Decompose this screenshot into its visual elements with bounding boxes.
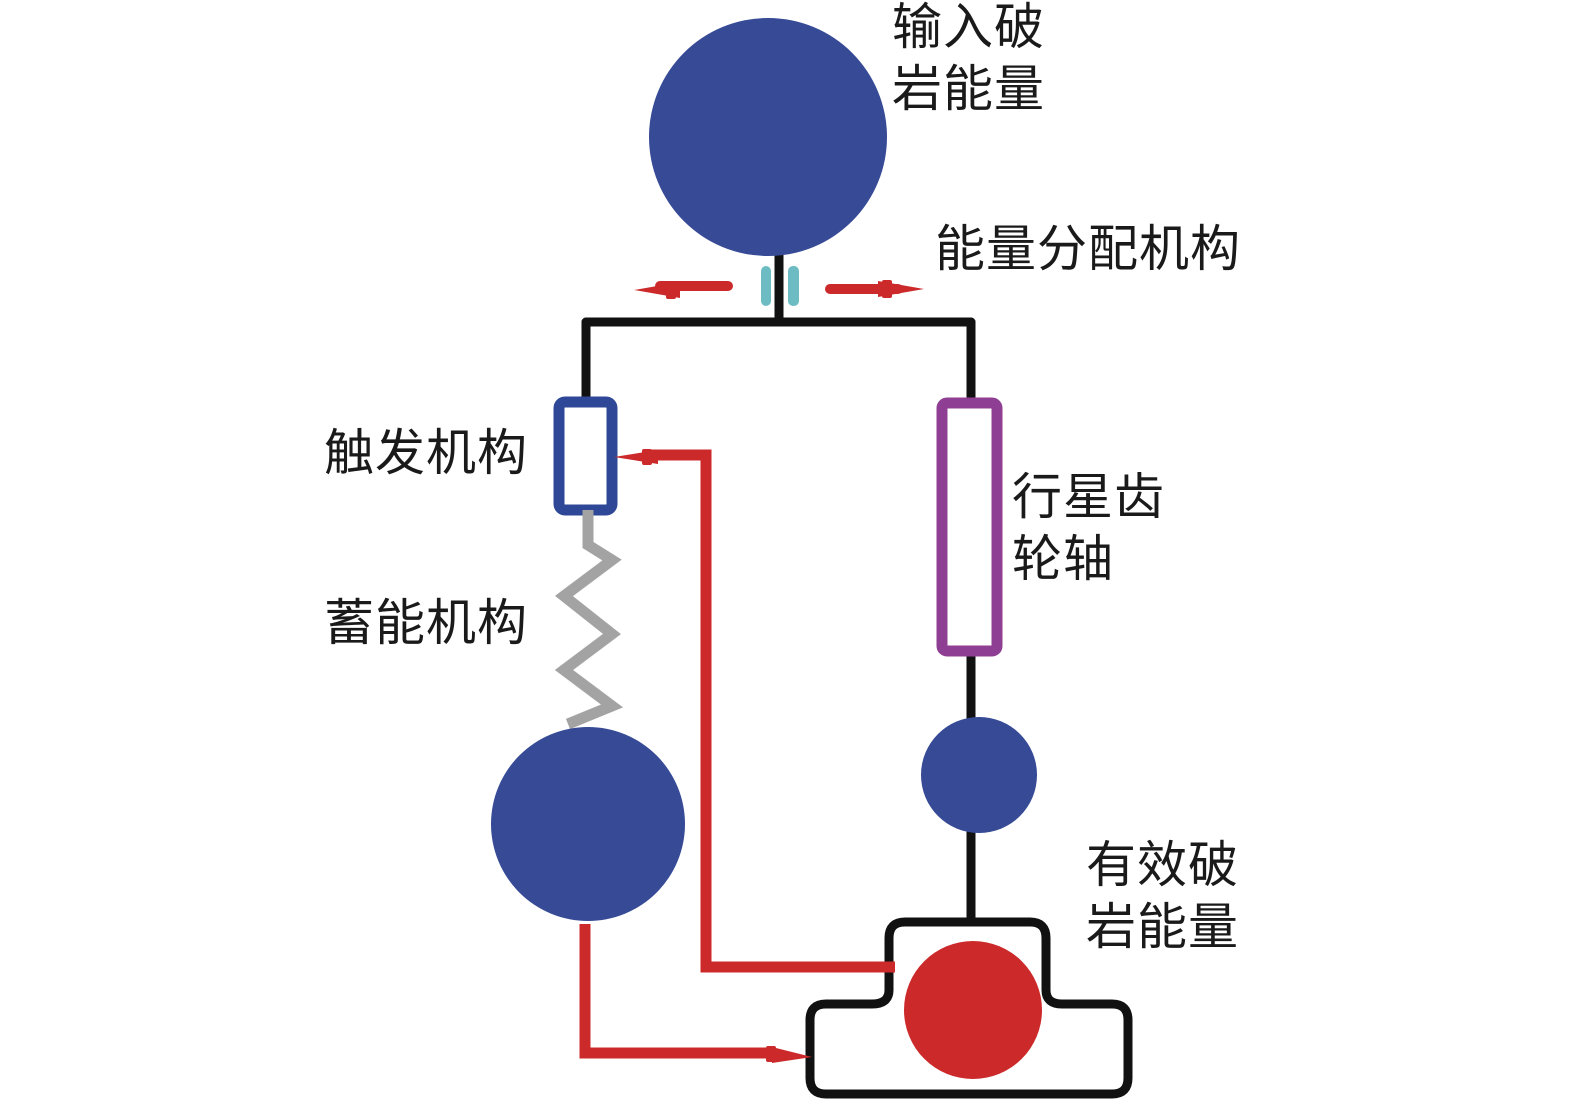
- effective-energy-label: 有效破 岩能量: [1086, 834, 1239, 958]
- trigger-mechanism-label: 触发机构: [324, 424, 528, 482]
- arrow-left: [634, 281, 733, 299]
- storage-mechanism-label: 蓄能机构: [324, 594, 528, 652]
- energy-distribution-label: 能量分配机构: [935, 220, 1241, 278]
- distribution-arrows: [634, 280, 924, 299]
- shaft-energy-node: [921, 717, 1037, 833]
- distributor-pad-left: [761, 266, 771, 306]
- energy-storage-spring: [554, 510, 624, 730]
- planetary-shaft-label-line1: 行星齿: [1012, 468, 1165, 526]
- distributor-pad-right: [788, 266, 799, 306]
- drill-bit-housing: [805, 917, 1133, 1099]
- storage-release-arrow: [579, 924, 812, 1063]
- planetary-shaft-label-line2: 轮轴: [1012, 530, 1114, 588]
- planetary-shaft-label: 行星齿 轮轴: [1012, 466, 1165, 590]
- effective-energy-node: [904, 941, 1042, 1079]
- trigger-feedback-arrow: [614, 449, 895, 973]
- input-energy-label-line1: 输入破: [892, 0, 1045, 56]
- arrow-right: [825, 280, 924, 298]
- energy-distribution-mechanism: [761, 266, 799, 306]
- input-energy-node: [649, 18, 887, 256]
- stored-energy-node: [491, 727, 685, 921]
- connector-lines: [581, 245, 1133, 1099]
- trigger-mechanism: [553, 396, 618, 516]
- effective-energy-label-line1: 有效破: [1086, 836, 1239, 894]
- effective-energy-label-line2: 岩能量: [1086, 898, 1239, 956]
- planetary-gear-shaft: [936, 397, 1003, 657]
- energy-flow-lines: [579, 449, 895, 1063]
- input-energy-label-line2: 岩能量: [892, 60, 1045, 118]
- input-energy-label: 输入破 岩能量: [892, 0, 1045, 120]
